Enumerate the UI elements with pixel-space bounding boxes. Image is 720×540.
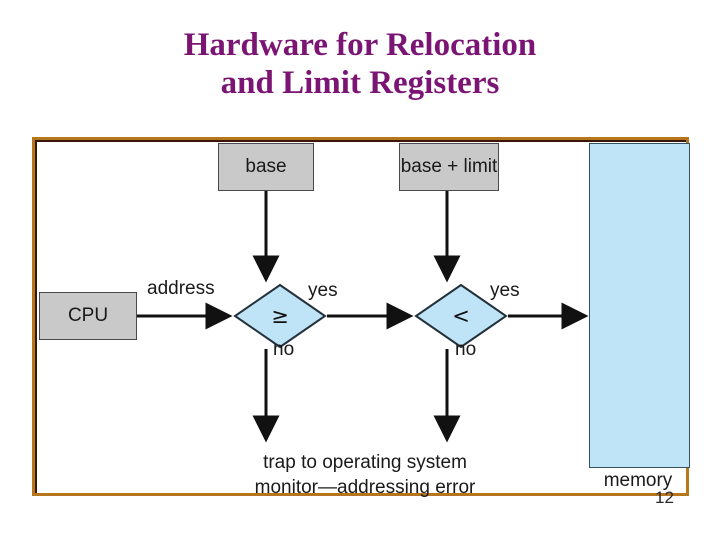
edge-label-no-second: no bbox=[455, 339, 477, 360]
edge-label-yes-first: yes bbox=[308, 280, 338, 301]
memory-block[interactable] bbox=[589, 143, 690, 468]
memory-label: memory bbox=[603, 470, 673, 491]
trap-message: trap to operating system monitor—address… bbox=[185, 450, 545, 500]
decision-diamond-less-than[interactable]: < bbox=[414, 283, 508, 349]
trap-message-line-2: monitor—addressing error bbox=[254, 477, 476, 498]
edge-label-no-first: no bbox=[273, 339, 295, 360]
page-number: 12 bbox=[655, 488, 674, 507]
page-title: Hardware for Relocation and Limit Regist… bbox=[0, 26, 720, 102]
diagram-canvas: base base + limit CPU memory ≥ bbox=[35, 140, 690, 498]
figure-frame: base base + limit CPU memory ≥ bbox=[32, 137, 690, 498]
cpu-box[interactable]: CPU bbox=[39, 292, 137, 340]
register-box-base-limit[interactable]: base + limit bbox=[399, 143, 499, 191]
page-title-line-1: Hardware for Relocation bbox=[183, 27, 537, 63]
cpu-box-label: CPU bbox=[67, 305, 109, 326]
register-box-base-limit-label: base + limit bbox=[400, 156, 498, 177]
trap-message-line-1: trap to operating system bbox=[263, 452, 467, 473]
decision-diamond-less-than-symbol: < bbox=[452, 304, 470, 328]
edge-label-address: address bbox=[147, 278, 215, 299]
decision-diamond-greater-equal[interactable]: ≥ bbox=[233, 283, 327, 349]
page-title-line-2: and Limit Registers bbox=[220, 65, 500, 101]
decision-diamond-greater-equal-symbol: ≥ bbox=[271, 304, 289, 328]
edge-label-yes-second: yes bbox=[490, 280, 520, 301]
register-box-base[interactable]: base bbox=[218, 143, 314, 191]
register-box-base-label: base bbox=[245, 156, 287, 177]
